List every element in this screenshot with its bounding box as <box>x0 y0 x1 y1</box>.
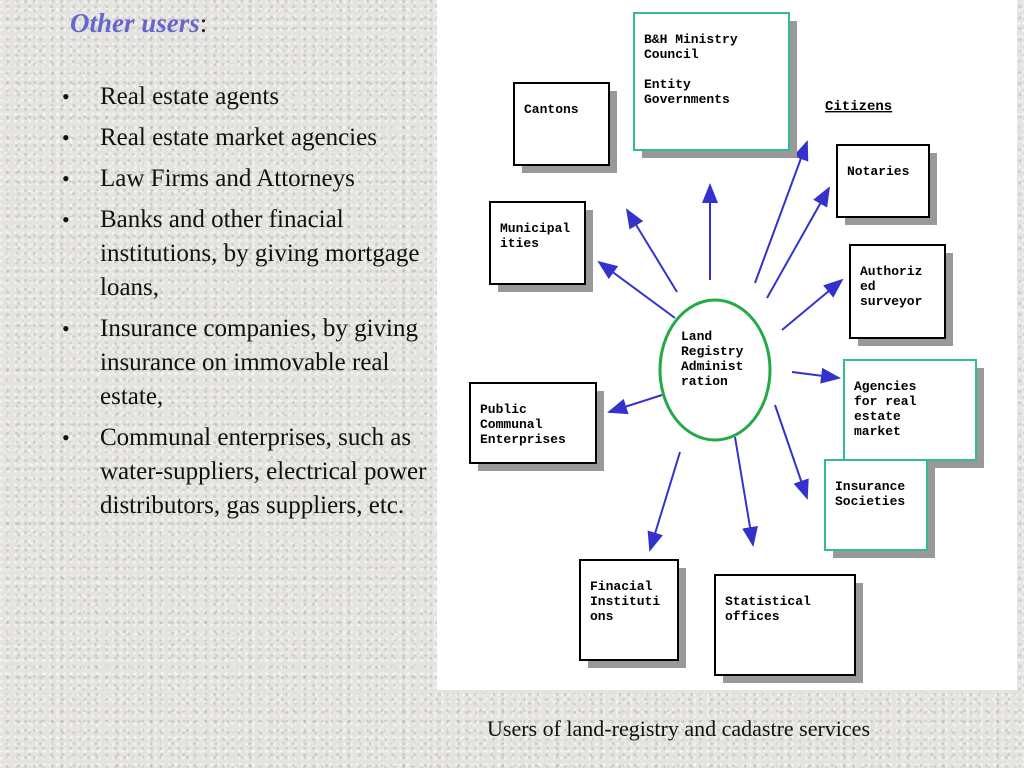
node-label-line: offices <box>725 609 780 624</box>
node-label-line: estate <box>854 409 901 424</box>
node-label-line: Communal <box>480 417 543 432</box>
node-label-line: Entity <box>644 77 691 92</box>
bullet-item: •Real estate market agencies <box>62 121 432 155</box>
connector-arrow <box>647 451 681 552</box>
bullet-dot-icon: • <box>62 166 70 191</box>
land-registry-label-line: Land <box>681 329 712 344</box>
node-label-line: Enterprises <box>480 432 566 447</box>
node-label-line: Instituti <box>590 594 660 609</box>
node-label-line: surveyor <box>860 294 922 309</box>
bullet-dot-icon: • <box>62 207 70 232</box>
connector-arrow <box>754 140 809 284</box>
node-label-line: Statistical <box>725 594 811 609</box>
node-label-line: for real <box>854 394 917 409</box>
bullet-dot-icon: • <box>62 425 70 450</box>
diagram-node-notaries: Notaries <box>836 144 937 225</box>
node-box <box>469 382 597 464</box>
node-box <box>824 459 928 551</box>
node-label-line: Societies <box>835 494 905 509</box>
connector-arrow <box>607 394 663 415</box>
node-box <box>714 574 856 676</box>
node-label-line: market <box>854 424 901 439</box>
node-label-line: Agencies <box>854 379 917 394</box>
node-box <box>633 12 790 151</box>
bullet-dot-icon: • <box>62 84 70 109</box>
bullet-item: •Banks and other finacial institutions, … <box>62 203 432 305</box>
node-label: Notaries <box>847 164 910 179</box>
connector-arrow <box>774 404 809 500</box>
connector-arrow <box>734 436 758 547</box>
node-label-line: Notaries <box>847 164 910 179</box>
users-bullet-list: •Real estate agents •Real estate market … <box>62 80 432 530</box>
land-registry-label-line: Administ <box>681 359 743 374</box>
land-registry-label-line: ration <box>681 374 728 389</box>
node-label-line: ons <box>590 609 614 624</box>
connector-arrow <box>766 186 830 299</box>
connector-arrow <box>791 367 841 384</box>
heading-title: Other users <box>70 8 200 38</box>
land-registry-label-line: Registry <box>681 344 744 359</box>
bullet-item: •Insurance companies, by giving insuranc… <box>62 312 432 414</box>
bullet-item: •Real estate agents <box>62 80 432 114</box>
node-box <box>489 201 586 285</box>
node-label-line: Municipal <box>500 221 570 236</box>
connector-arrow <box>625 208 678 293</box>
node-label-line: Authoriz <box>860 264 922 279</box>
bullet-dot-icon: • <box>62 316 70 341</box>
node-label-line: B&H Ministry <box>644 32 738 47</box>
node-box <box>836 144 930 218</box>
node-label-line: Public <box>480 402 527 417</box>
diagram-node-cantons: Cantons <box>513 82 617 173</box>
node-box <box>513 82 610 166</box>
land-registry-ellipse <box>658 298 772 442</box>
node-label-line: ed <box>860 279 876 294</box>
citizens-label: Citizens <box>825 99 892 115</box>
heading-colon: : <box>199 8 208 38</box>
node-label-line: Insurance <box>835 479 905 494</box>
connector-arrow <box>781 278 844 331</box>
node-label-line: Finacial <box>590 579 653 594</box>
node-label: Cantons <box>524 102 579 117</box>
slide-heading: Other users: <box>70 8 207 39</box>
node-label-line: Cantons <box>524 102 579 117</box>
diagram-caption: Users of land-registry and cadastre serv… <box>487 716 871 741</box>
bullet-item: •Law Firms and Attorneys <box>62 162 432 196</box>
node-label-line: ities <box>500 236 539 251</box>
bullet-dot-icon: • <box>62 125 70 150</box>
node-label-line: Council <box>644 47 699 62</box>
connector-arrow <box>597 260 676 319</box>
node-box <box>579 559 679 661</box>
node-label-line: Governments <box>644 92 730 107</box>
bullet-item: •Communal enterprises, such as water-sup… <box>62 421 432 523</box>
node-box <box>849 244 946 339</box>
